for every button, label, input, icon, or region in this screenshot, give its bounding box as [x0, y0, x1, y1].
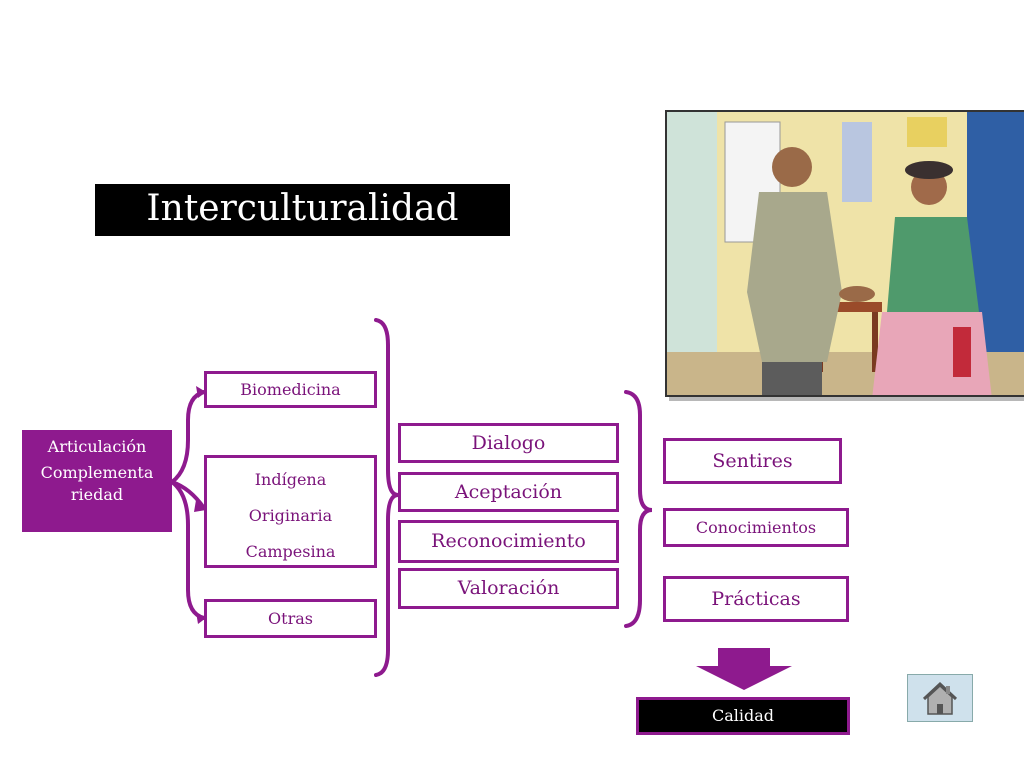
- aceptacion-box: Aceptación: [398, 472, 619, 512]
- diagram-title: Interculturalidad: [95, 184, 510, 236]
- originaria-label: Originaria: [248, 506, 333, 525]
- down-arrow: [696, 648, 792, 690]
- dialogo-box: Dialogo: [398, 423, 619, 463]
- biomedicina-box: Biomedicina: [204, 371, 377, 408]
- articulacion-box: Articulación Complementa riedad: [22, 430, 172, 532]
- sentires-box: Sentires: [663, 438, 842, 484]
- fork-arrows: [170, 390, 206, 620]
- photo-illustration: [667, 112, 1024, 395]
- conocimientos-box: Conocimientos: [663, 508, 849, 547]
- indigena-label: Indígena: [254, 470, 327, 489]
- arrow-to-biomedicina: [170, 390, 206, 484]
- otras-box: Otras: [204, 599, 377, 638]
- practicas-box: Prácticas: [663, 576, 849, 622]
- arrowheads: [194, 386, 206, 624]
- arrow-to-otras: [170, 480, 206, 620]
- home-icon: [922, 681, 958, 715]
- brace-right: [624, 390, 653, 628]
- valoracion-box: Valoración: [398, 568, 619, 609]
- brace-left: [374, 318, 399, 677]
- articulacion-label: Articulación: [47, 437, 147, 456]
- calidad-box: Calidad: [636, 697, 850, 735]
- reconocimiento-box: Reconocimiento: [398, 520, 619, 563]
- campesina-label: Campesina: [245, 542, 336, 561]
- complementa-text: Complementa: [40, 463, 154, 482]
- home-button[interactable]: [907, 674, 973, 722]
- complementariedad-label: Complementa riedad: [22, 462, 172, 506]
- indigena-originaria-campesina-box: Indígena Originaria Campesina: [204, 455, 377, 568]
- riedad-text: riedad: [70, 485, 124, 504]
- photo-handshake: [665, 110, 1024, 397]
